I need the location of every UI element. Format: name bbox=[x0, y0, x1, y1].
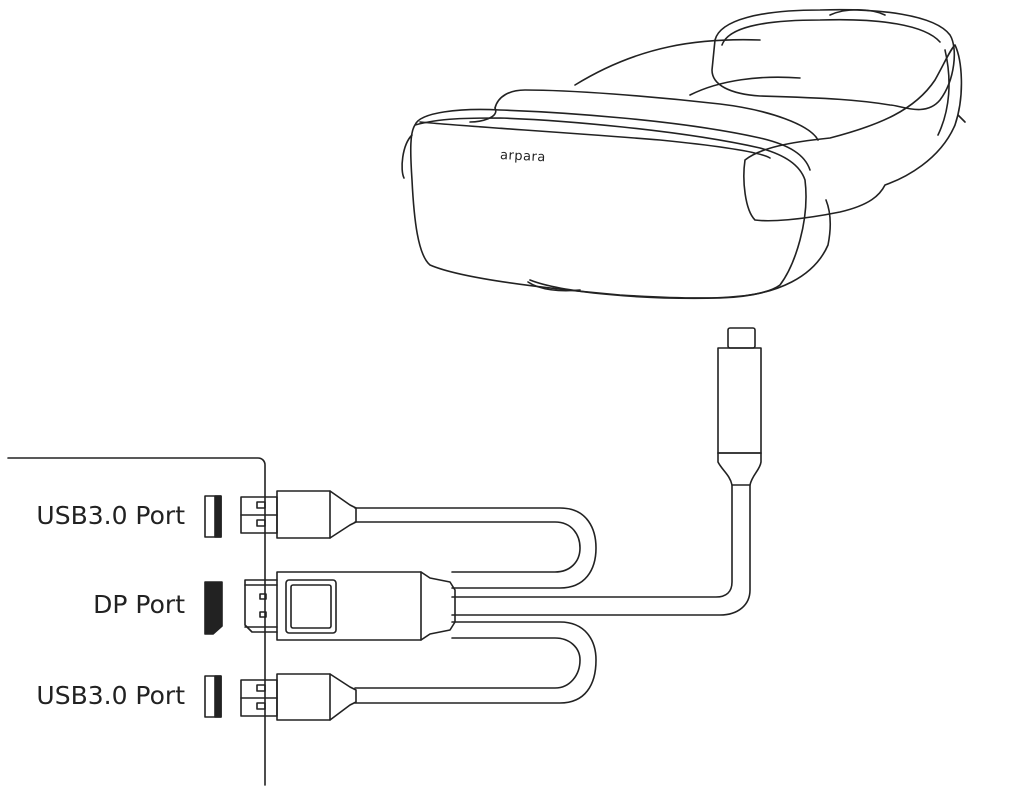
port-label-usb-top: USB3.0 Port bbox=[36, 501, 185, 530]
plug-body bbox=[717, 347, 762, 454]
dp-port-slot bbox=[204, 581, 223, 635]
port-label-usb-bottom: USB3.0 Port bbox=[36, 681, 185, 710]
brand-logo: arpara bbox=[500, 148, 547, 165]
usb-connector-top bbox=[240, 490, 357, 539]
top-strap bbox=[711, 8, 956, 111]
side-strap bbox=[743, 44, 963, 222]
port-label-dp: DP Port bbox=[93, 590, 185, 619]
visor-top bbox=[414, 108, 811, 171]
usb-bottom-housing bbox=[276, 673, 357, 721]
panel-edge bbox=[7, 457, 266, 786]
usb-port-slot-top bbox=[204, 495, 222, 538]
plug-strain-relief bbox=[717, 452, 762, 486]
usb-cable-bottom bbox=[354, 621, 597, 704]
usb-cable-top bbox=[354, 507, 597, 589]
type-c-tip bbox=[727, 327, 756, 349]
usb-top-housing bbox=[276, 490, 357, 539]
dp-strain-relief bbox=[420, 571, 456, 641]
visor-top-bump bbox=[494, 89, 819, 141]
usb-connector-bottom bbox=[240, 673, 357, 721]
visor-body bbox=[409, 117, 807, 299]
face-cushion bbox=[529, 199, 831, 300]
port-slots bbox=[204, 495, 223, 718]
dp-housing bbox=[276, 571, 422, 641]
face-cushion-left bbox=[401, 134, 413, 179]
computer-panel bbox=[7, 457, 266, 786]
cables bbox=[354, 484, 751, 704]
head-strap-back bbox=[574, 38, 761, 86]
dp-connector bbox=[244, 571, 456, 641]
head-strap-inner bbox=[689, 76, 801, 96]
dp-plug-tip bbox=[244, 579, 278, 633]
main-cable bbox=[451, 484, 733, 598]
headset-plug bbox=[717, 327, 762, 486]
dp-grip bbox=[285, 579, 337, 634]
top-strap-inner bbox=[721, 18, 941, 46]
vr-headset bbox=[401, 8, 966, 300]
usb-port-slot-bottom bbox=[204, 675, 222, 718]
